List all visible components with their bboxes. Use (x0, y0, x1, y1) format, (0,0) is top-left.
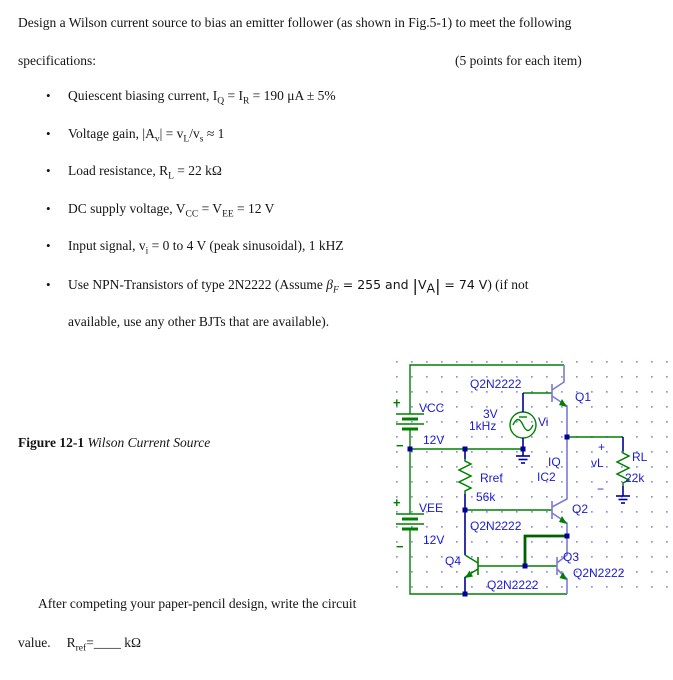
vcc-plus-sign: + (393, 395, 401, 410)
vee-value-label: 12V (423, 533, 444, 547)
intro-line2: specifications: (18, 53, 96, 68)
source-name-label: Vi (538, 415, 548, 429)
vcc-label: VCC (419, 401, 445, 415)
bullet-dot: • (46, 277, 51, 292)
bullet-text: Voltage gain, |Av| = vL/vs ≈ 1 (68, 126, 225, 145)
vl-plus-label: + (598, 440, 605, 454)
junction-dots (407, 434, 570, 597)
intro-line1: Design a Wilson current source to bias a… (18, 15, 572, 30)
bullet-dot: • (46, 238, 51, 253)
bullet-dot: • (46, 201, 51, 216)
rl-resistor (615, 451, 631, 486)
vee-plus-sign: + (393, 495, 401, 510)
bullet-quiescent-current: • Quiescent biasing current, IQ = IR = 19… (46, 88, 336, 107)
iq-label: IQ (548, 455, 561, 469)
q3-transistor (556, 536, 568, 594)
bullet-text: Input signal, vi = 0 to 4 V (peak sinuso… (68, 238, 344, 257)
source-amplitude-label: 3V (483, 407, 498, 421)
q1-transistor (551, 365, 568, 437)
rref-blank: Rref=____ kΩ (66, 635, 141, 654)
vcc-minus-sign: − (396, 438, 404, 453)
rref-resistor (457, 459, 473, 494)
bullet-dot: • (46, 88, 51, 103)
bullet-dot: • (46, 163, 51, 178)
sine-wave-icon (512, 418, 534, 432)
bullet-load-resistance: • Load resistance, RL = 22 kΩ (46, 163, 222, 182)
rref-label: Rref (480, 471, 503, 485)
wire-top-rail (409, 364, 564, 414)
vee-label: VEE (419, 501, 443, 515)
points-note: (5 points for each item) (455, 53, 582, 68)
q3-model-label: Q2N2222 (573, 566, 625, 580)
circuit-schematic: Q2N2222 Q1 3V 1kHz Vi VCC 12V VEE 12V IQ… (392, 357, 671, 598)
bullet-text: Quiescent biasing current, IQ = IR = 190… (68, 88, 336, 107)
rl-label: RL (632, 450, 648, 464)
q3-label: Q3 (563, 550, 579, 564)
q2-emitter-arrow-icon (559, 516, 567, 524)
rl-value-label: 22k (625, 471, 645, 485)
figure-caption-number: Figure 12-1 (18, 435, 85, 450)
q2-label: Q2 (572, 502, 588, 516)
rref-value-label: 56k (476, 490, 496, 504)
bullet-transistor-type-line2: available, use any other BJTs that are a… (68, 314, 330, 329)
wire-feedback-thick (523, 534, 567, 566)
footer-line1: After competing your paper-pencil design… (38, 596, 357, 611)
vcc-battery (396, 413, 424, 431)
figure-caption: Figure 12-1 Wilson Current Source (18, 435, 210, 451)
q4-label: Q4 (445, 554, 461, 568)
q1-model-label: Q2N2222 (470, 377, 522, 391)
vcc-value-label: 12V (423, 433, 444, 447)
bullet-text: Load resistance, RL = 22 kΩ (68, 163, 222, 182)
q2-model-label: Q2N2222 (470, 519, 522, 533)
vee-minus-sign: − (396, 539, 404, 554)
bullet-voltage-gain: • Voltage gain, |Av| = vL/vs ≈ 1 (46, 126, 224, 145)
ground-rl-icon (616, 495, 630, 504)
q2-transistor (551, 437, 568, 536)
bullet-text: Use NPN-Transistors of type 2N2222 (Assu… (68, 276, 529, 296)
source-frequency-label: 1kHz (469, 419, 496, 433)
bullet-dc-supply: • DC supply voltage, VCC = VEE = 12 V (46, 201, 274, 220)
bullet-dot: • (46, 126, 51, 141)
vl-label: vL (591, 456, 604, 470)
q1-label: Q1 (575, 390, 591, 404)
q4-emitter-arrow-icon (465, 570, 473, 578)
footer-value-label: value. (18, 635, 51, 650)
bullet-text: DC supply voltage, VCC = VEE = 12 V (68, 201, 275, 220)
vl-minus-label: − (597, 482, 604, 496)
q1-emitter-arrow-icon (559, 399, 567, 407)
footer-line2: value. Rref=____ kΩ (18, 635, 141, 654)
bullet-transistor-type-line1: • Use NPN-Transistors of type 2N2222 (Ass… (46, 276, 529, 296)
vee-battery (396, 513, 424, 531)
bullet-input-signal: • Input signal, vi = 0 to 4 V (peak sinus… (46, 238, 344, 257)
ic2-label: IC2 (537, 470, 556, 484)
figure-caption-title: Wilson Current Source (84, 435, 211, 450)
q3-emitter-arrow-icon (559, 572, 567, 580)
wire-bottom-rail (409, 529, 567, 595)
q4-model-label: Q2N2222 (487, 578, 539, 592)
wires (409, 364, 623, 595)
